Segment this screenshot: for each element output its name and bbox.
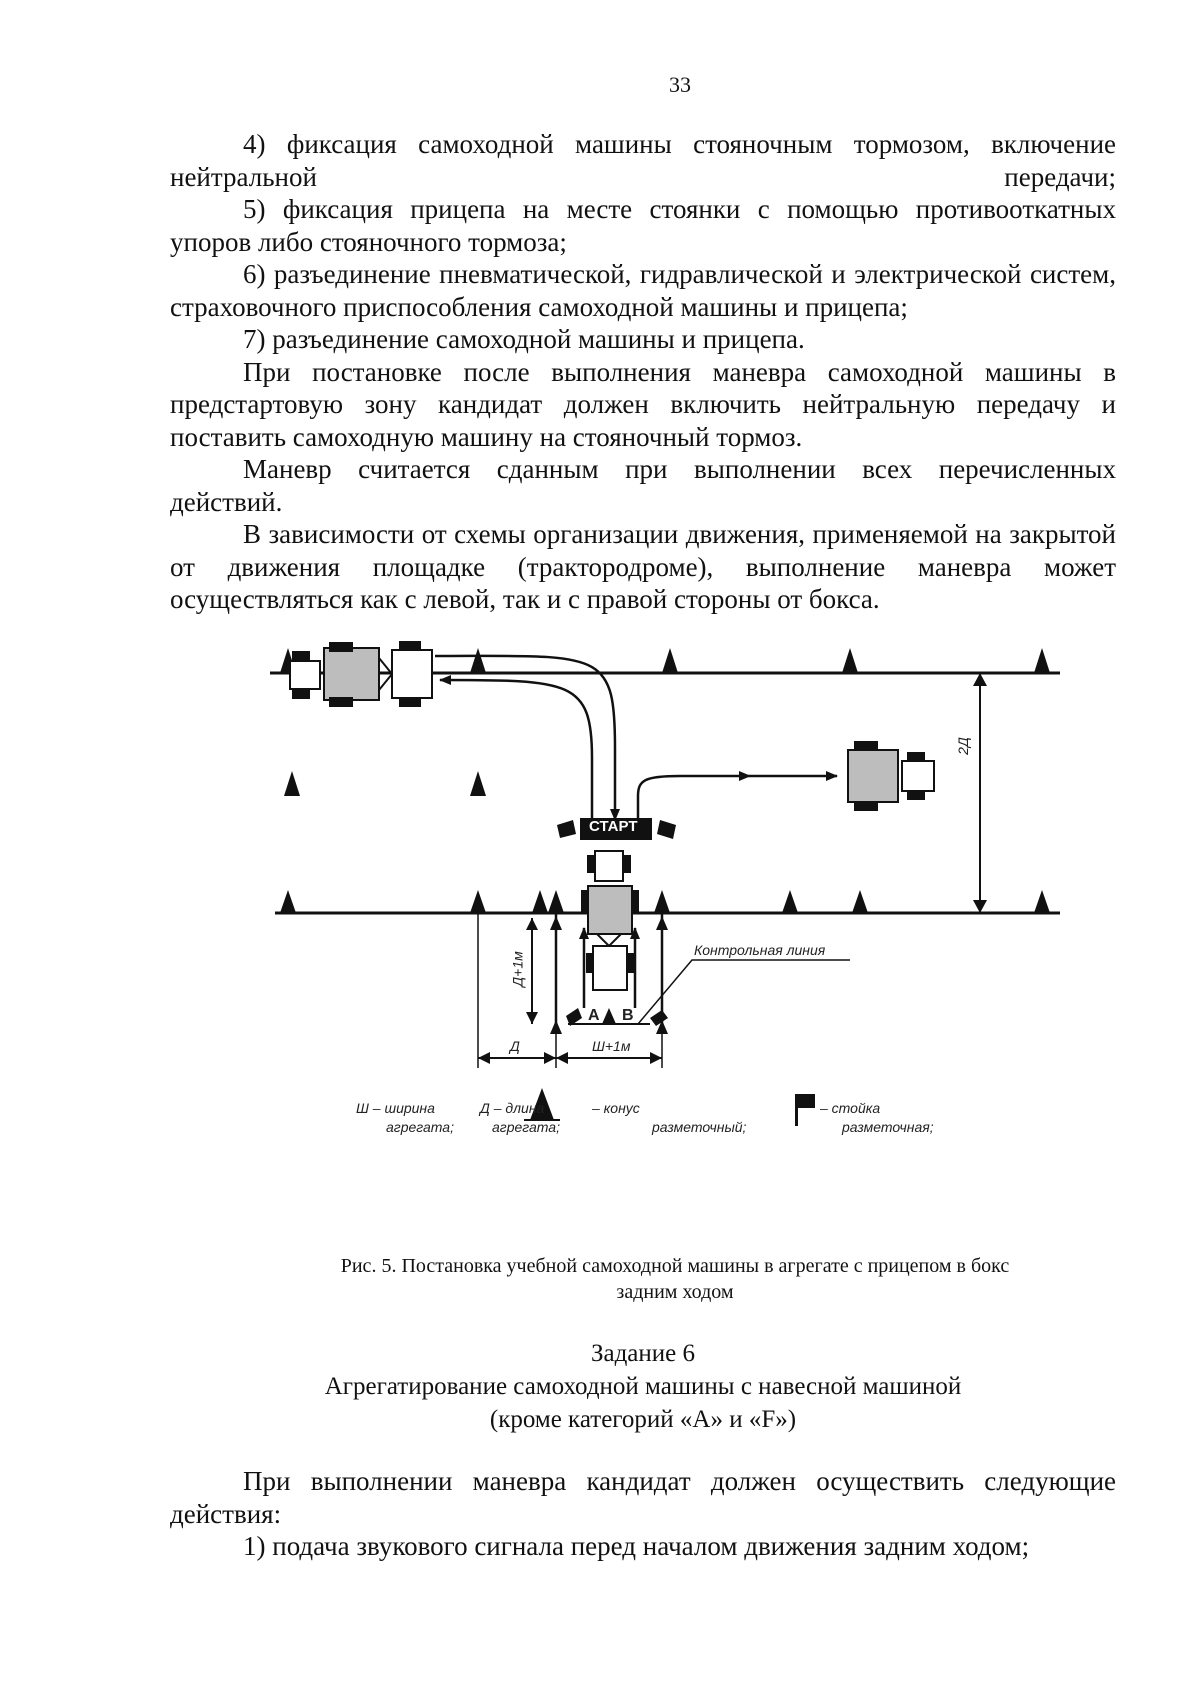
dimension-label-d-plus-1m: Д+1м bbox=[509, 951, 526, 987]
point-b-label: В bbox=[622, 1007, 634, 1024]
legend-length-line1: Д – длина bbox=[480, 1100, 545, 1116]
control-line-label: Контрольная линия bbox=[694, 942, 826, 958]
start-label: СТАРТ bbox=[589, 818, 638, 835]
legend-length-line2: агрегата; bbox=[492, 1119, 560, 1135]
cone-icon bbox=[280, 890, 1050, 913]
paragraph: 6) разъединение пневматической, гидравли… bbox=[170, 259, 1116, 322]
page-number: 33 bbox=[669, 72, 691, 97]
marking-post-icon bbox=[566, 1008, 668, 1026]
marking-post-icon bbox=[795, 1094, 815, 1126]
path-arrow bbox=[636, 771, 751, 822]
paragraph: При постановке после выполнения маневра … bbox=[170, 356, 1116, 452]
dimension-label-2d: 2Д bbox=[954, 737, 971, 755]
control-line-leader bbox=[637, 959, 850, 1025]
legend-width-line2: агрегата; bbox=[386, 1119, 454, 1135]
legend-cone-line1: – конус bbox=[592, 1100, 640, 1116]
paragraph: 7) разъединение самоходной машины и приц… bbox=[243, 324, 805, 354]
maneuver-diagram: СТАРТ Контрольная линия 2Д Д+1м Д Ш+1м А… bbox=[270, 628, 1070, 1228]
paragraph: 4) фиксация самоходной машины стояночным… bbox=[170, 129, 1116, 192]
path-arrow bbox=[434, 654, 620, 821]
body-text: При выполнении маневра кандидат должен о… bbox=[170, 1465, 1116, 1563]
task-heading: Задание 6 Агрегатирование самоходной маш… bbox=[170, 1337, 1116, 1436]
figure-caption-line: Рис. 5. Постановка учебной самоходной ма… bbox=[340, 1255, 1010, 1277]
dimension-label-w-plus-1m: Ш+1м bbox=[592, 1038, 631, 1054]
dimension-label-d: Д bbox=[510, 1038, 520, 1054]
cone-icon bbox=[530, 1088, 554, 1120]
paragraph: 5) фиксация прицепа на месте стоянки с п… bbox=[170, 194, 1116, 257]
path-arrow bbox=[439, 675, 594, 822]
tractor-with-trailer-icon bbox=[289, 641, 433, 707]
cone-icon bbox=[602, 1008, 616, 1024]
paragraph: Маневр считается сданным при выполнении … bbox=[170, 454, 1116, 517]
diagram-drawing bbox=[270, 641, 1060, 1126]
legend-post-line2: разметочная; bbox=[842, 1119, 934, 1135]
cone-icon bbox=[280, 648, 1050, 673]
figure-caption: Рис. 5. Постановка учебной самоходной ма… bbox=[245, 1253, 1105, 1305]
legend-post-line1: – стойка bbox=[820, 1100, 881, 1116]
task-subtitle: (кроме категорий «А» и «F») bbox=[489, 1406, 797, 1433]
start-sign-box bbox=[580, 818, 652, 840]
paragraph: При выполнении маневра кандидат должен о… bbox=[170, 1466, 1116, 1529]
task-title: Задание 6 bbox=[590, 1340, 696, 1367]
paragraph: В зависимости от схемы организации движе… bbox=[170, 519, 1116, 614]
point-a-label: А bbox=[588, 1007, 600, 1024]
marking-post-icon bbox=[557, 820, 676, 839]
legend-cone-line2: разметочный; bbox=[652, 1119, 747, 1135]
task-subtitle: Агрегатирование самоходной машины с наве… bbox=[324, 1373, 962, 1400]
cone-icon bbox=[548, 890, 670, 913]
paragraph: 1) подача звукового сигнала перед начало… bbox=[243, 1531, 1030, 1561]
body-text: 4) фиксация самоходной машины стояночным… bbox=[170, 128, 1116, 616]
tractor-icon bbox=[847, 741, 935, 811]
tractor-with-trailer-icon bbox=[581, 850, 639, 991]
figure-caption-line: задним ходом bbox=[616, 1281, 734, 1303]
legend-width-line1: Ш – ширина bbox=[356, 1100, 435, 1116]
